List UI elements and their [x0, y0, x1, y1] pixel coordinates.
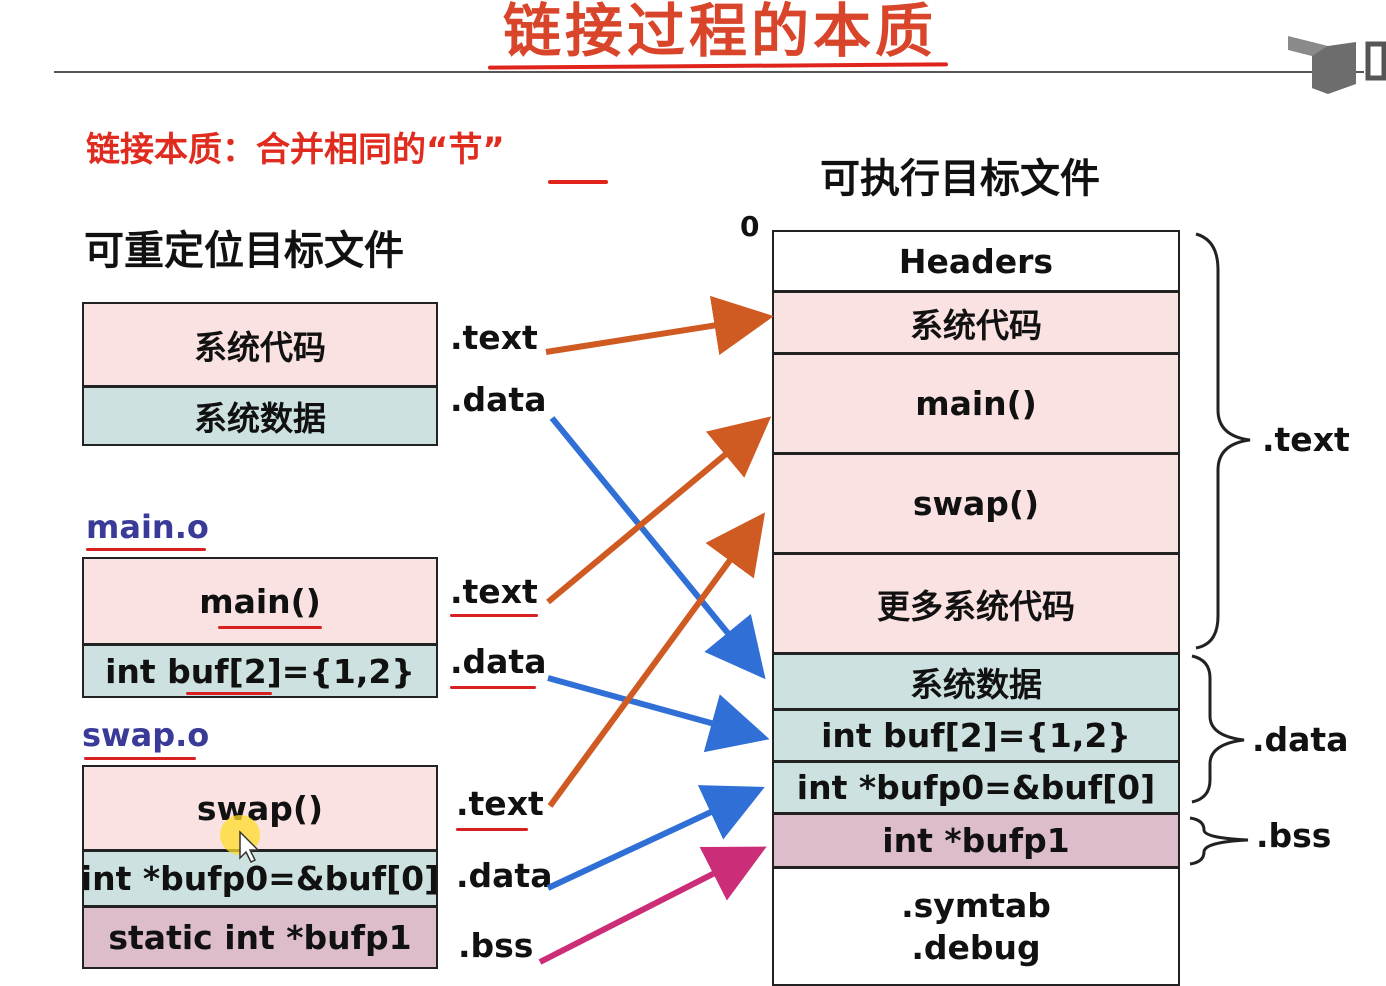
relocatable-files-heading: 可重定位目标文件	[84, 228, 404, 274]
subtitle-underline-mark	[548, 180, 608, 184]
main-func-underline	[218, 626, 322, 629]
exec-swap-function: swap()	[774, 452, 1178, 552]
swap-o-underline	[84, 757, 196, 760]
executable-file: Headers 系统代码 main() swap() 更多系统代码 系统数据 i…	[772, 230, 1180, 986]
buf-underline	[186, 692, 272, 695]
exec-system-code: 系统代码	[774, 290, 1178, 352]
exec-bufp1-bss: int *bufp1	[774, 812, 1178, 866]
exec-headers: Headers	[774, 232, 1178, 290]
exec-system-data: 系统数据	[774, 652, 1178, 708]
main-data-label: .data	[450, 642, 547, 681]
exec-more-system-code: 更多系统代码	[774, 552, 1178, 652]
buf-data-section: int buf[2]={1,2}	[84, 643, 436, 696]
arrow-system-text	[545, 295, 774, 356]
brace-bss-label: .bss	[1256, 816, 1332, 855]
system-data-section: 系统数据	[84, 385, 436, 444]
swap-bss-label: .bss	[458, 926, 534, 965]
system-object-file: 系统代码 系统数据	[82, 302, 438, 446]
brace-text	[1195, 232, 1251, 650]
arrow-main-data	[547, 675, 770, 753]
swap-function-section: swap()	[84, 767, 436, 849]
brace-text-label: .text	[1262, 420, 1350, 459]
bufp1-bss-section: static int *bufp1	[84, 905, 436, 967]
book-logo-icon	[1288, 36, 1386, 94]
executable-file-heading: 可执行目标文件	[820, 156, 1100, 202]
exec-debug-label: .debug	[911, 927, 1041, 967]
exec-symtab-label: .symtab	[901, 885, 1051, 925]
cursor-highlight	[220, 815, 260, 855]
arrow-swap-text	[547, 512, 766, 808]
swap-text-label: .text	[456, 784, 544, 823]
main-text-underline	[450, 614, 538, 617]
brace-bss	[1189, 816, 1249, 866]
swap-o-filename: swap.o	[82, 716, 210, 754]
arrow-swap-bss	[538, 846, 767, 965]
main-data-underline	[450, 686, 536, 689]
main-function-section: main()	[84, 559, 436, 643]
exec-buf-data: int buf[2]={1,2}	[774, 708, 1178, 760]
exec-bufp0-data: int *bufp0=&buf[0]	[774, 760, 1178, 812]
exec-main-function: main()	[774, 352, 1178, 452]
system-text-label: .text	[450, 318, 538, 357]
exec-debug-sections: .symtab .debug	[774, 866, 1178, 984]
arrow-main-text	[546, 416, 772, 605]
system-code-section: 系统代码	[84, 304, 436, 385]
main-object-file: main() int buf[2]={1,2}	[82, 557, 438, 698]
subtitle: 链接本质：合并相同的“节”	[86, 130, 505, 170]
swap-text-underline	[456, 828, 528, 831]
swap-data-label: .data	[456, 856, 553, 895]
swap-object-file: swap() int *bufp0=&buf[0] static int *bu…	[81, 765, 439, 969]
slide-title: 链接过程的本质	[502, 0, 937, 65]
offset-zero-label: 0	[740, 210, 760, 243]
main-text-label: .text	[450, 572, 538, 611]
arrow-system-data	[549, 416, 766, 680]
bufp0-data-section: int *bufp0=&buf[0]	[81, 849, 439, 905]
main-o-filename: main.o	[86, 508, 209, 546]
arrow-swap-data	[546, 785, 765, 891]
main-o-underline	[86, 548, 206, 551]
title-rule	[54, 71, 1364, 73]
brace-data-label: .data	[1252, 720, 1349, 759]
system-data-label: .data	[450, 380, 547, 419]
brace-data	[1191, 654, 1245, 804]
